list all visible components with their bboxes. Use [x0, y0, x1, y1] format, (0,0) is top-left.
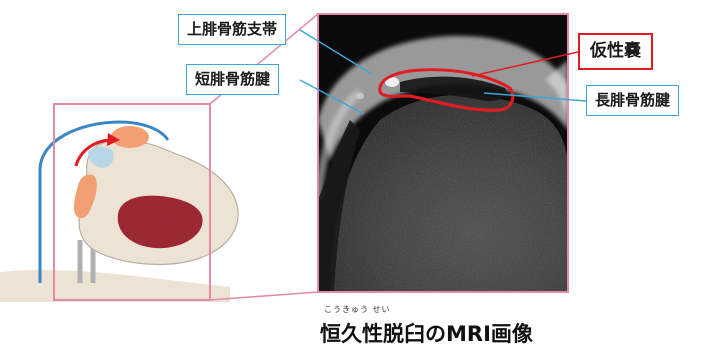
caption-title: 恒久性脱臼のMRI画像: [320, 318, 533, 348]
caption-ruby: こうきゅう せい: [324, 304, 391, 315]
label-peroneus-longus-tendon: 長腓骨筋腱: [586, 85, 679, 116]
label-pseudo-pouch: 仮性嚢: [578, 33, 653, 70]
peroneus-longus-tendon-shape: [111, 126, 149, 148]
ankle-schematic: [0, 122, 238, 302]
label-peroneus-brevis-tendon: 短腓骨筋腱: [186, 64, 279, 95]
mri-image: [318, 14, 568, 292]
label-superior-peroneal-retinaculum: 上腓骨筋支帯: [178, 14, 286, 45]
floor-shape: [0, 270, 230, 302]
